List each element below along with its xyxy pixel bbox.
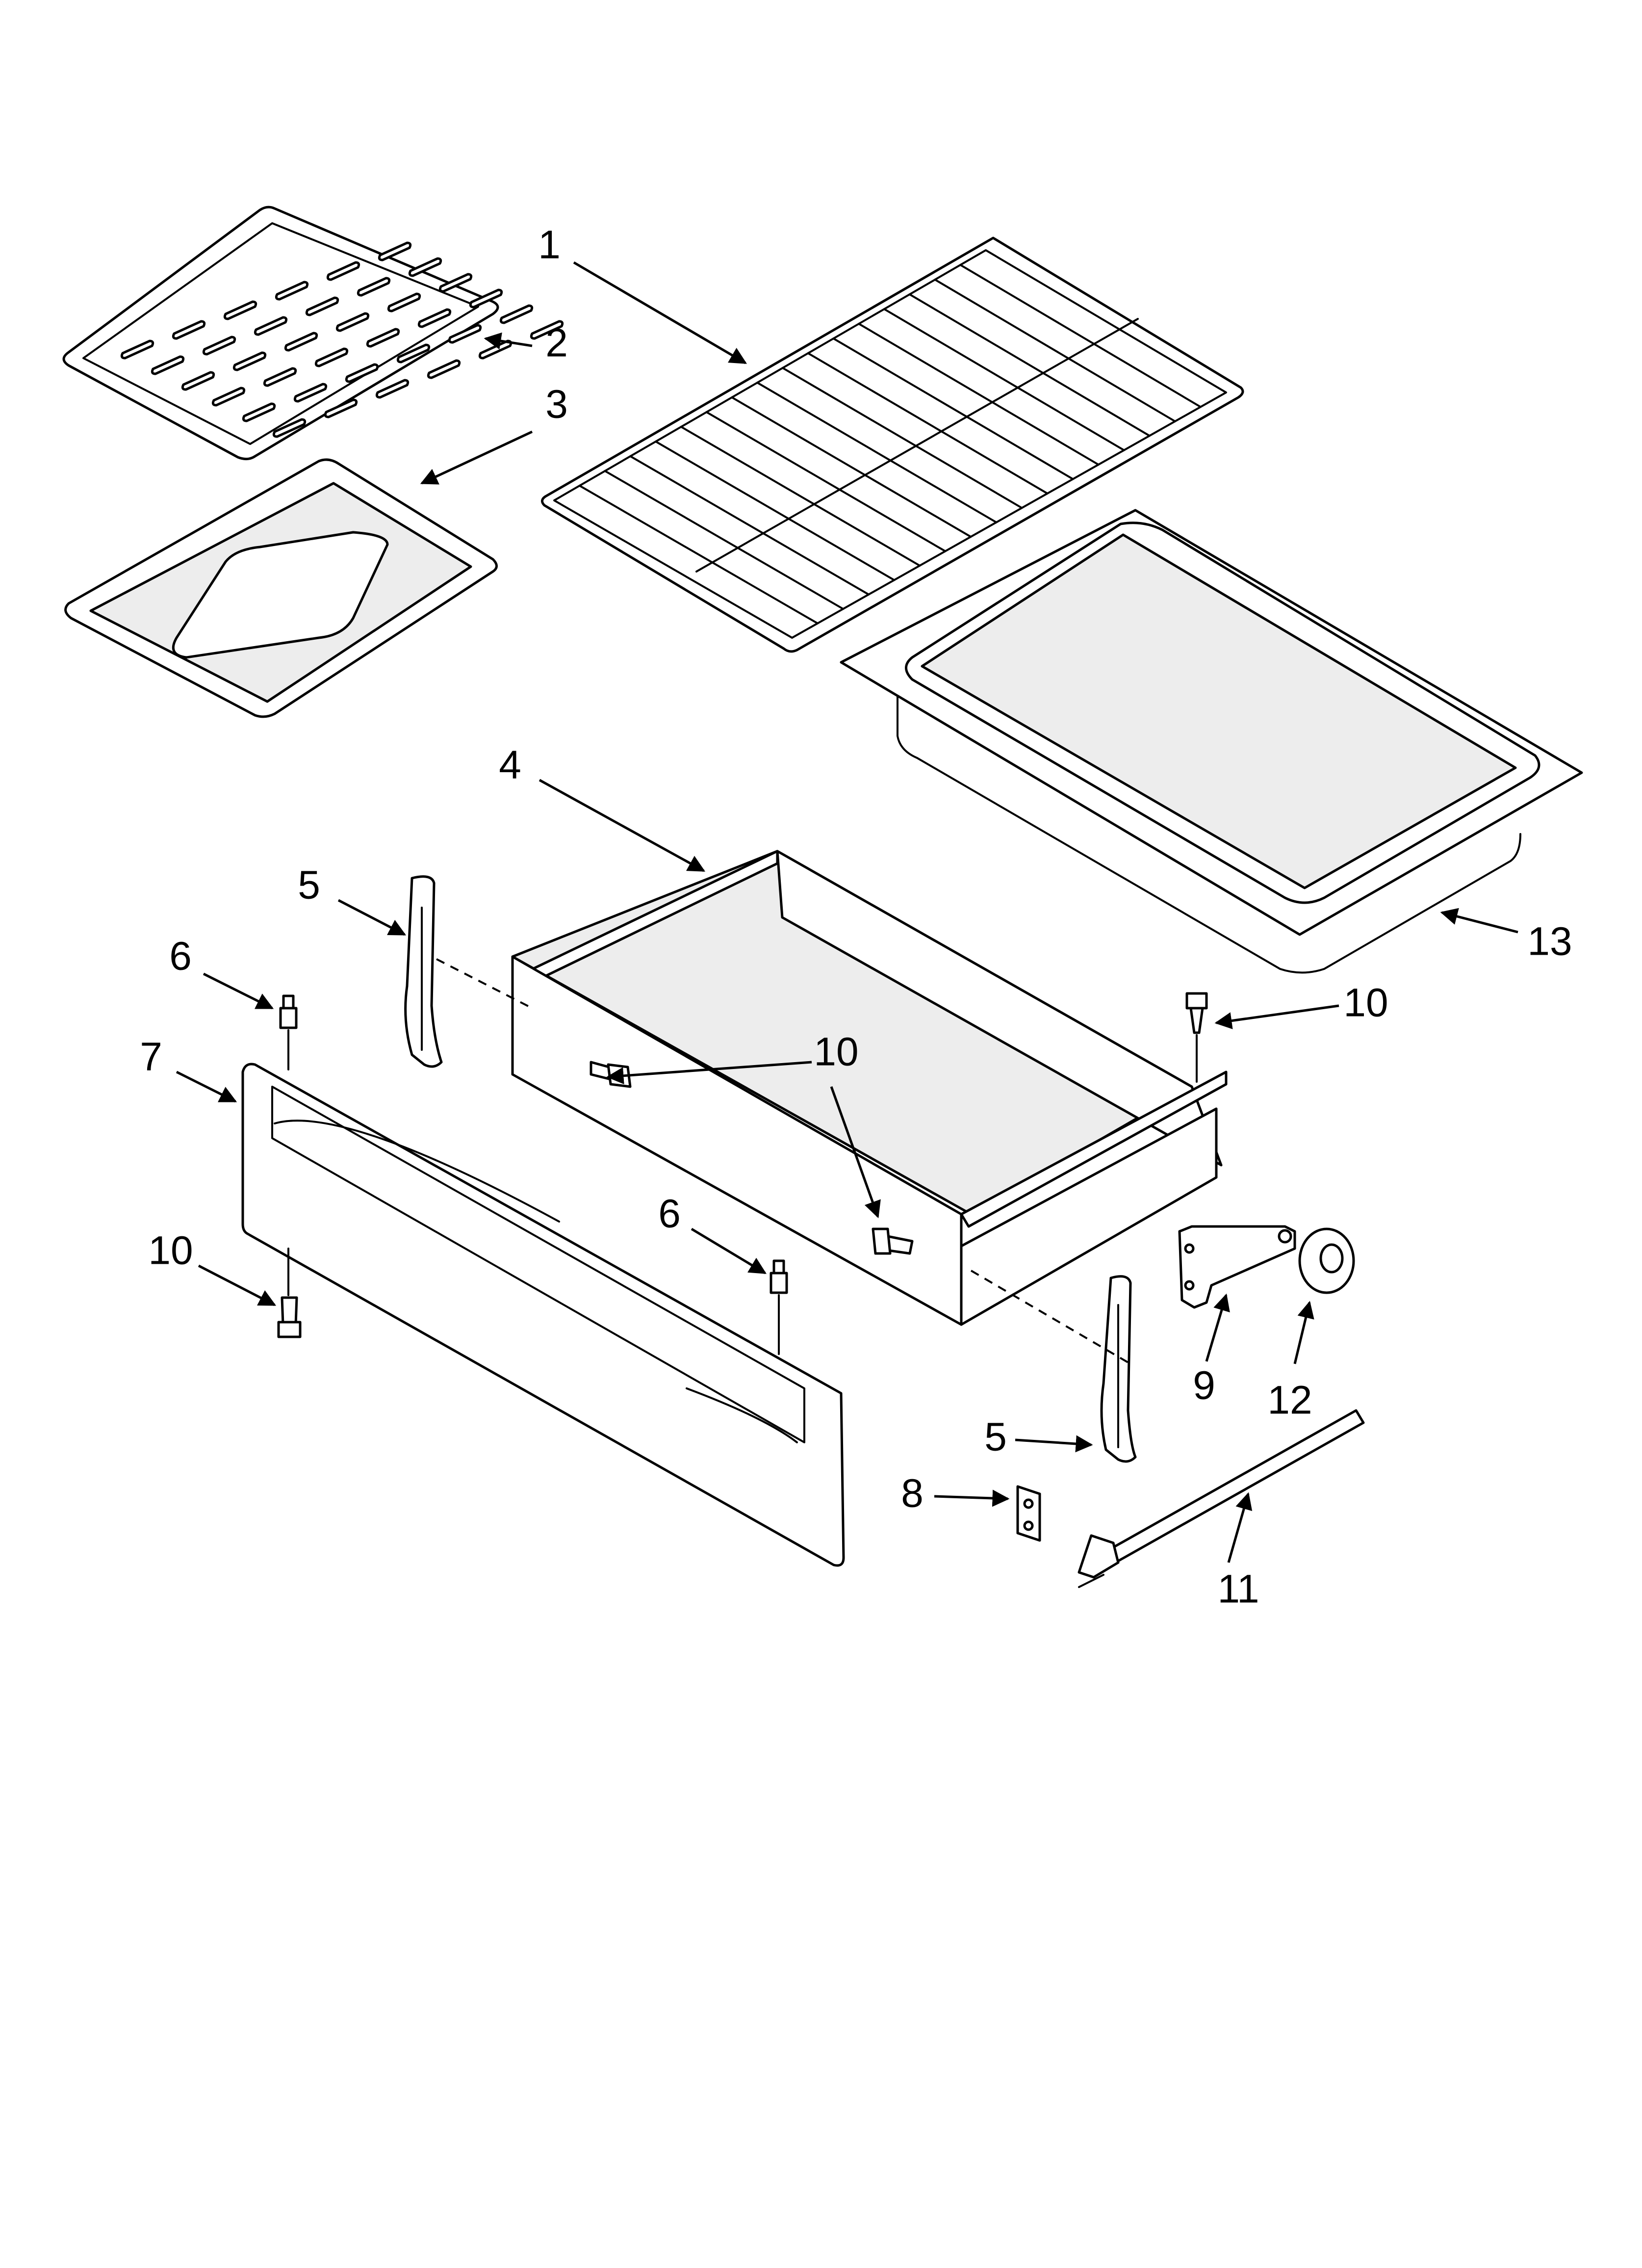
- callout-10-middle: 10: [814, 1030, 858, 1074]
- callout-leaders: [176, 261, 1518, 1563]
- callout-13: 13: [1527, 919, 1572, 964]
- grid-slot: [181, 371, 215, 391]
- grid-slot: [293, 383, 328, 403]
- grid-slot: [275, 281, 309, 301]
- grid-slot: [375, 379, 410, 399]
- screw-6-top-left: [279, 994, 298, 1070]
- drawer-front-panel: [241, 1063, 845, 1567]
- callout-10-bottom-left: 10: [148, 1228, 193, 1273]
- callout-5-left: 5: [298, 863, 320, 908]
- grid-slot: [530, 320, 564, 340]
- grid-slot: [172, 320, 206, 340]
- broiler-pan: [64, 458, 498, 718]
- grid-slot: [366, 328, 400, 348]
- grid-slot: [499, 304, 534, 324]
- grid-slot: [254, 316, 288, 336]
- callout-7: 7: [140, 1035, 162, 1079]
- rack-bar: [807, 352, 1049, 495]
- grid-slot: [151, 355, 185, 375]
- grid-slot: [357, 277, 391, 297]
- grid-slot: [378, 241, 412, 261]
- callout-6-left: 6: [169, 934, 192, 979]
- drawer-slide-right: [970, 1270, 1137, 1463]
- rack-bar: [959, 264, 1202, 408]
- callout-8: 8: [901, 1471, 924, 1516]
- callout-6-middle: 6: [658, 1192, 681, 1236]
- callout-12: 12: [1267, 1378, 1312, 1423]
- drawer-slide-left: [404, 875, 533, 1068]
- rack-bar: [934, 279, 1176, 422]
- grid-slot: [284, 332, 318, 352]
- grid-slot: [387, 292, 421, 313]
- grid-slot: [417, 308, 452, 328]
- grid-slot: [202, 336, 236, 356]
- drawer-body: [511, 850, 1228, 1326]
- grid-slot: [324, 398, 358, 418]
- rack-bar: [883, 308, 1125, 451]
- rack-bar: [604, 470, 845, 610]
- grid-slot: [232, 351, 267, 371]
- roller: [1298, 1227, 1355, 1294]
- screw-10-bottom-left: [277, 1248, 302, 1338]
- drawer-rail: [1078, 1409, 1365, 1588]
- grid-slot: [469, 288, 503, 309]
- oven-rack: [541, 236, 1244, 653]
- grid-slot: [242, 402, 276, 422]
- rack-bar: [858, 323, 1100, 466]
- rack-bar: [908, 293, 1151, 437]
- grid-slot: [478, 339, 513, 360]
- rack-bar: [655, 441, 896, 581]
- rack-bar: [578, 485, 819, 625]
- rack-bar: [756, 382, 998, 523]
- grid-slot: [335, 312, 370, 332]
- grid-slot: [211, 387, 246, 407]
- rack-bar: [629, 455, 870, 596]
- grid-slot: [314, 347, 349, 367]
- grid-slot: [448, 324, 482, 344]
- callout-11: 11: [1217, 1567, 1259, 1612]
- callout-3: 3: [545, 382, 568, 427]
- grid-slot: [305, 296, 339, 316]
- screw-10-right: [1185, 992, 1208, 1083]
- callout-10-right: 10: [1343, 981, 1388, 1025]
- callout-labels: 1 2 3 4 5 6 7 10 6 10 5 8 9 12 11 10 13: [140, 223, 1572, 1612]
- callout-4: 4: [499, 743, 521, 787]
- callout-5-right: 5: [984, 1415, 1007, 1460]
- grid-slot: [120, 339, 154, 360]
- rack-bar: [832, 338, 1074, 480]
- grid-slot: [396, 343, 431, 364]
- screw-10-drawer-side: [872, 1227, 914, 1255]
- grid-slot: [345, 363, 379, 383]
- clip: [1016, 1485, 1041, 1542]
- roller-bracket: [1178, 1225, 1296, 1309]
- grid-slot: [438, 273, 473, 293]
- rack-bar: [781, 367, 1023, 509]
- grid-slot: [408, 257, 442, 277]
- screw-6-middle: [770, 1259, 788, 1355]
- grid-slot: [263, 367, 297, 387]
- callout-1: 1: [538, 223, 561, 267]
- broiler-pan-grid: [62, 206, 564, 460]
- grid-slot: [427, 359, 461, 379]
- rack-bar: [705, 411, 947, 552]
- callout-2: 2: [545, 321, 568, 365]
- grid-slot: [223, 300, 257, 320]
- rack-bar: [680, 426, 921, 567]
- grid-slot: [326, 261, 360, 281]
- rack-bar: [731, 396, 972, 538]
- callout-9: 9: [1193, 1363, 1215, 1408]
- grid-slot: [272, 418, 307, 438]
- drawer-liner: [840, 509, 1583, 974]
